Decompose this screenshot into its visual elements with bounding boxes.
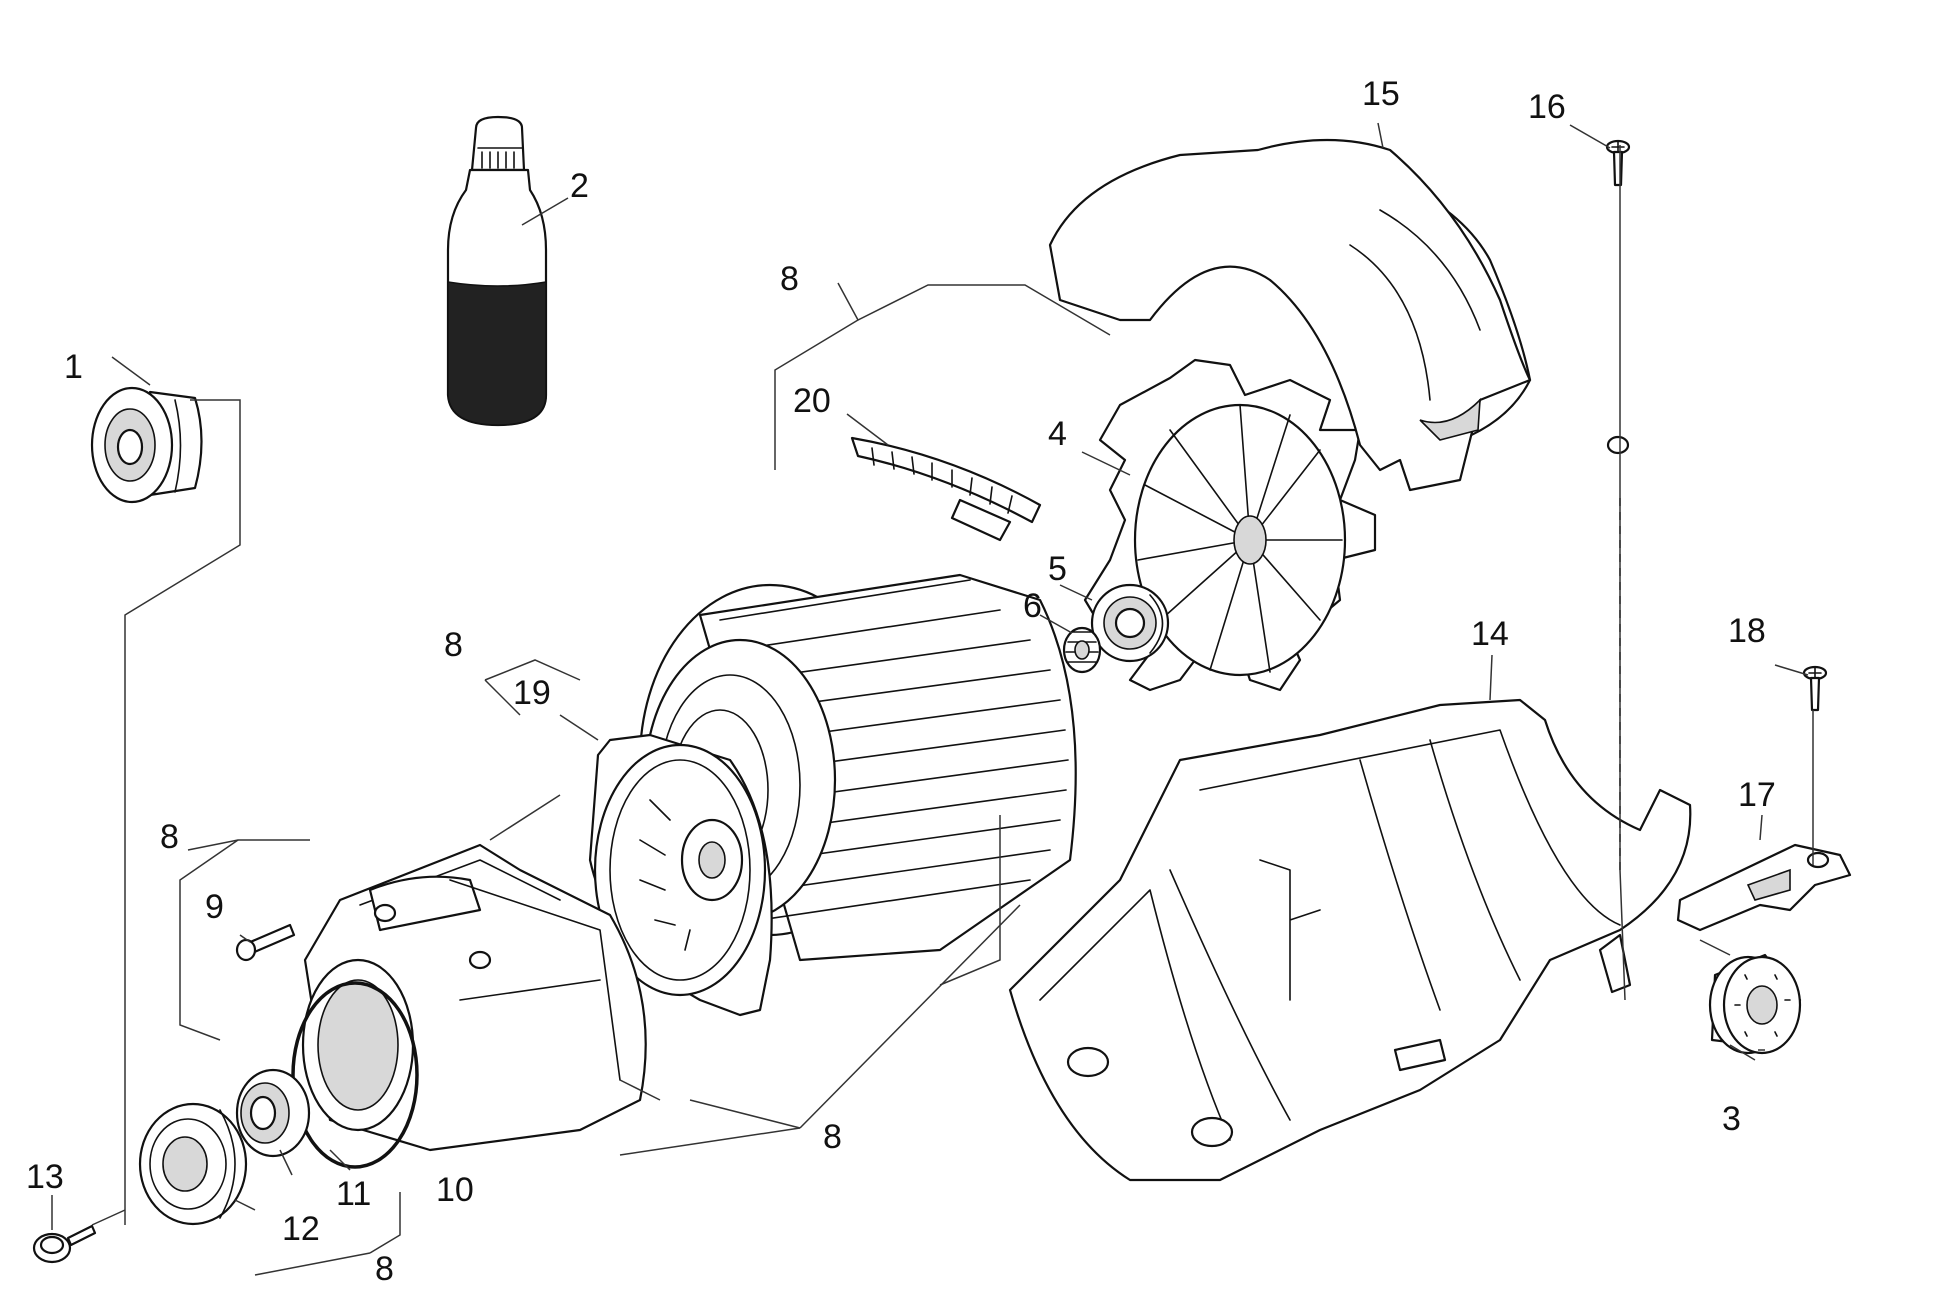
part-16-screw[interactable] bbox=[1605, 139, 1631, 187]
part-18-screw[interactable] bbox=[1802, 665, 1828, 712]
part-1-end-cap[interactable] bbox=[90, 386, 203, 504]
part-2-oil-bottle[interactable] bbox=[446, 115, 548, 427]
callout-6: 6 bbox=[1023, 587, 1042, 625]
part-4-fan[interactable] bbox=[1083, 358, 1377, 692]
callout-labels: 1 2 3 4 5 6 8 8 8 8 8 9 10 11 12 13 14 1… bbox=[26, 75, 1776, 1288]
callout-5: 5 bbox=[1048, 550, 1067, 588]
callout-12: 12 bbox=[282, 1210, 320, 1248]
callout-8-bottom-left: 8 bbox=[375, 1250, 394, 1288]
part-20-brush-strip[interactable] bbox=[850, 436, 1042, 542]
callout-8-top: 8 bbox=[780, 260, 799, 298]
callout-16: 16 bbox=[1528, 88, 1566, 126]
callout-19: 19 bbox=[513, 674, 551, 712]
callout-9: 9 bbox=[205, 888, 224, 926]
callout-20: 20 bbox=[793, 382, 831, 420]
callout-13: 13 bbox=[26, 1158, 64, 1196]
part-15-fan-cowl[interactable] bbox=[1048, 138, 1630, 492]
callout-8-left-mid: 8 bbox=[444, 626, 463, 664]
leader-lines bbox=[51, 122, 1814, 1276]
part-17-clip[interactable] bbox=[1676, 843, 1852, 932]
callout-17: 17 bbox=[1738, 776, 1776, 814]
part-12-bearing[interactable] bbox=[138, 1102, 248, 1226]
callout-18: 18 bbox=[1728, 612, 1766, 650]
callout-8-bottom-right: 8 bbox=[823, 1118, 842, 1156]
part-19-flange[interactable] bbox=[588, 733, 773, 1017]
part-5-bearing[interactable] bbox=[1090, 583, 1170, 663]
callout-2: 2 bbox=[570, 167, 589, 205]
part-14-motor-cover[interactable] bbox=[1008, 698, 1692, 1182]
callout-10: 10 bbox=[436, 1171, 474, 1209]
part-13-screw[interactable] bbox=[32, 1224, 97, 1264]
callout-15: 15 bbox=[1362, 75, 1400, 113]
callout-1: 1 bbox=[64, 348, 83, 386]
part-9-screw[interactable] bbox=[235, 923, 296, 962]
callout-8-left: 8 bbox=[160, 818, 179, 856]
part-10-o-ring[interactable] bbox=[291, 981, 419, 1169]
part-3-roller[interactable] bbox=[1708, 953, 1802, 1055]
pump-housing[interactable] bbox=[301, 843, 647, 1152]
part-11-seal[interactable] bbox=[235, 1068, 311, 1158]
callout-11: 11 bbox=[336, 1175, 371, 1213]
part-6-gear[interactable] bbox=[1062, 626, 1102, 674]
callout-3: 3 bbox=[1722, 1100, 1741, 1138]
callout-14: 14 bbox=[1471, 615, 1509, 653]
callout-4: 4 bbox=[1048, 415, 1067, 453]
